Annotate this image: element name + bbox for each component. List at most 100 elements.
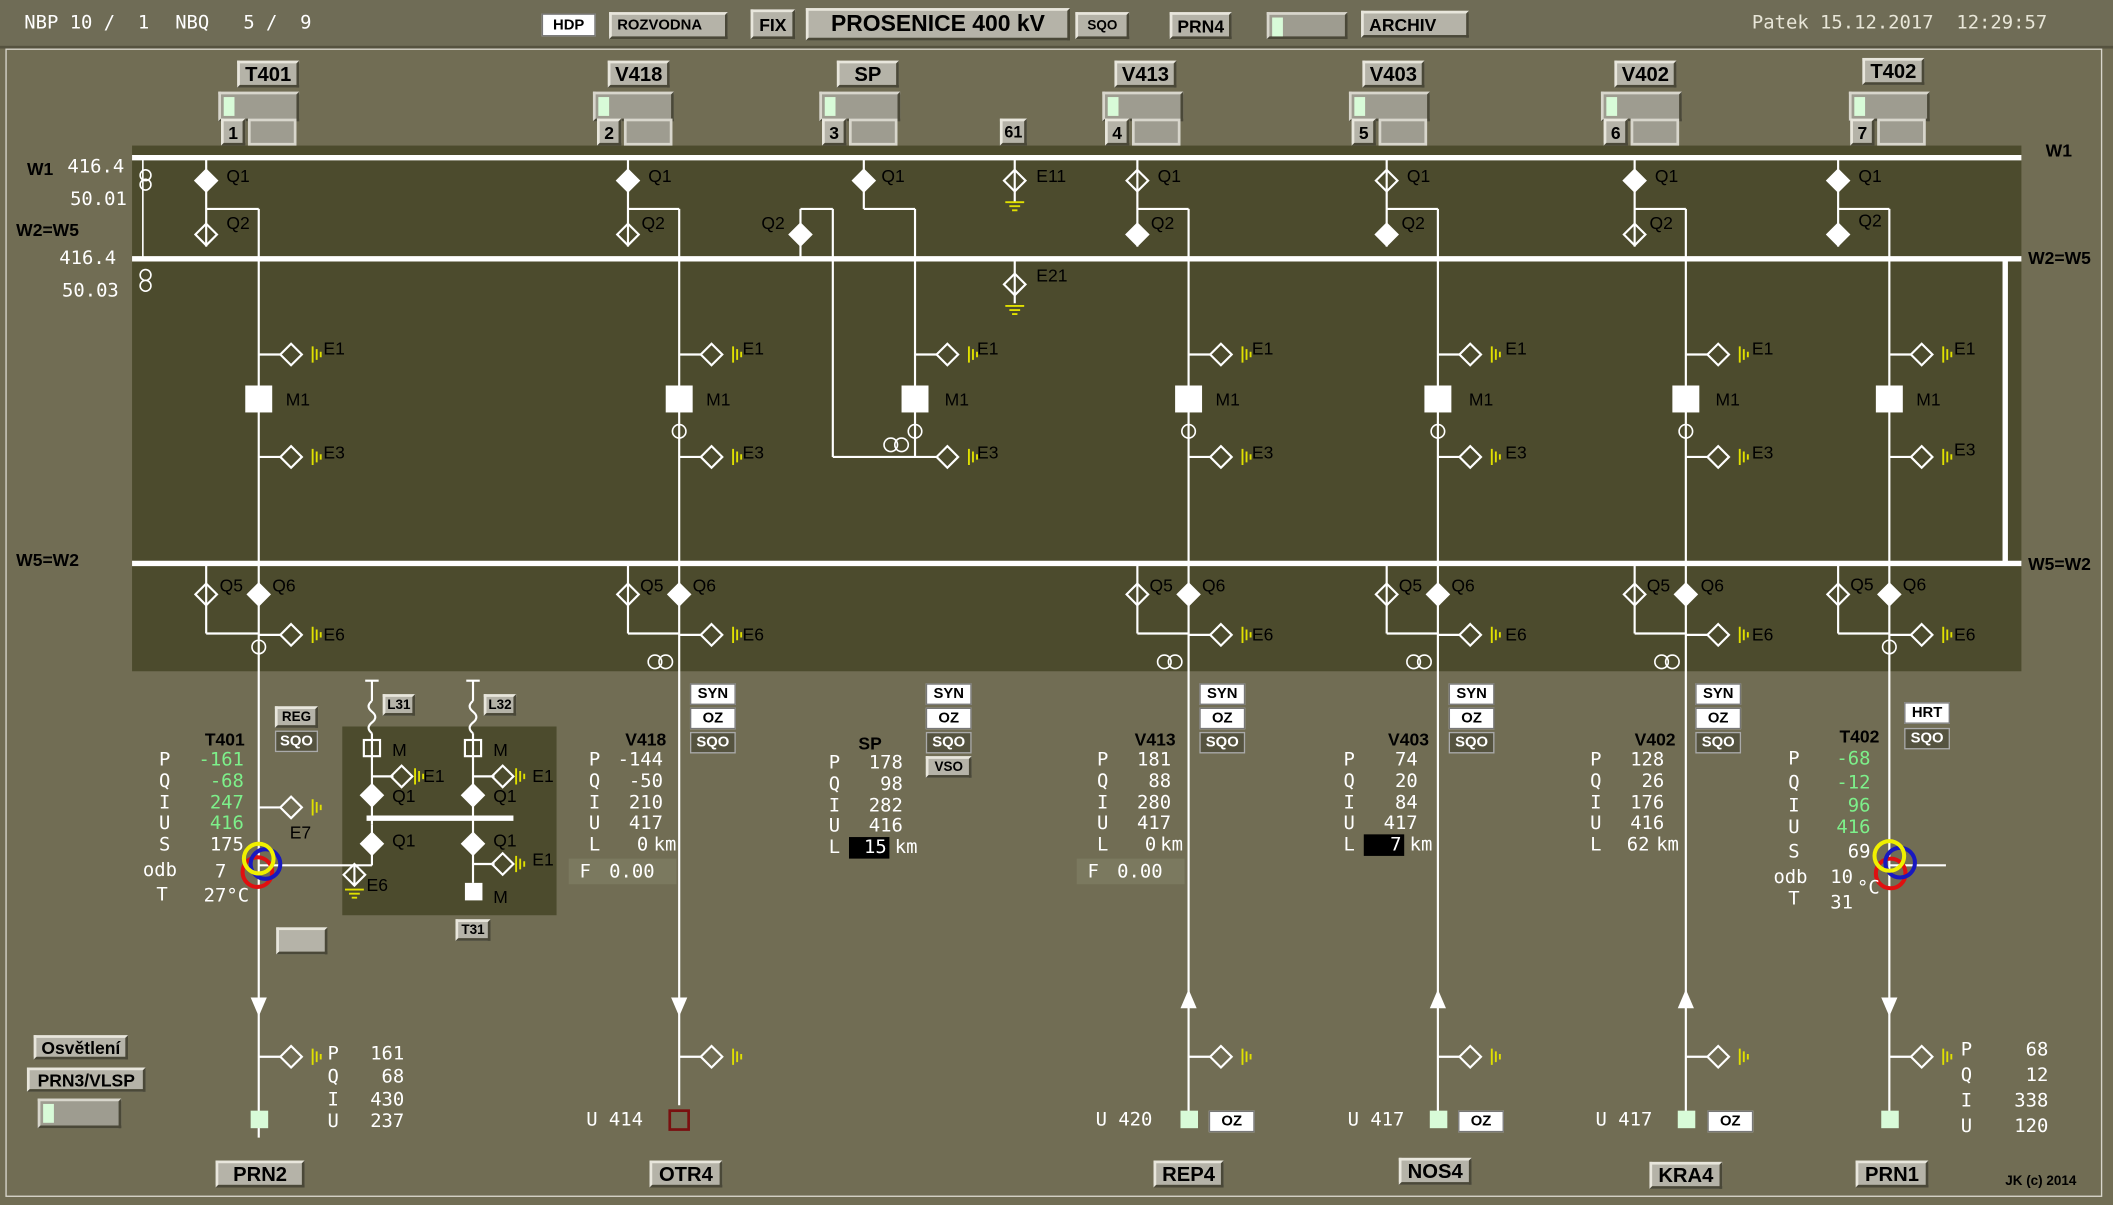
label-e6: E6 bbox=[366, 874, 388, 896]
lighting-toggle-switch[interactable] bbox=[37, 1098, 122, 1129]
position-indicator-61[interactable]: 61 bbox=[999, 118, 1027, 146]
oz-button[interactable]: OZ bbox=[1707, 1110, 1754, 1133]
header-toggle-switch[interactable] bbox=[1266, 12, 1348, 40]
position-indicator-5[interactable]: 5 bbox=[1351, 118, 1430, 146]
t401-aux-button[interactable] bbox=[276, 927, 328, 955]
hrt-button[interactable]: HRT bbox=[1904, 702, 1950, 724]
l31-tag[interactable]: L31 bbox=[382, 694, 416, 716]
v413-i-value: 280 bbox=[1136, 792, 1172, 815]
bay-switch-v413[interactable] bbox=[1102, 91, 1184, 122]
sp-length-box: 15 bbox=[848, 837, 890, 859]
label-q2: Q2 bbox=[226, 212, 250, 234]
rozvodna-button[interactable]: ROZVODNA bbox=[609, 12, 728, 40]
bay-tag-t401[interactable]: T401 bbox=[237, 60, 300, 88]
bay-tag-v413[interactable]: V413 bbox=[1114, 60, 1177, 88]
position-indicator-1[interactable]: 1 bbox=[221, 118, 299, 146]
vso-button[interactable]: VSO bbox=[925, 756, 972, 778]
station-tag-prn1[interactable]: PRN1 bbox=[1855, 1160, 1929, 1188]
sqo-button[interactable]: SQO bbox=[1695, 731, 1742, 754]
busbar-w5w2-right-label: W5=W2 bbox=[2028, 553, 2091, 575]
oz-button[interactable]: OZ bbox=[1458, 1110, 1504, 1133]
v403-l-value: 7 bbox=[1390, 834, 1402, 856]
w1-frequency: 50.01 bbox=[70, 188, 127, 211]
label-e3: E3 bbox=[742, 442, 764, 463]
sqo-button[interactable]: SQO bbox=[925, 731, 972, 754]
osvetleni-button[interactable]: Osvětlení bbox=[33, 1035, 129, 1060]
position-indicator-2[interactable]: 2 bbox=[596, 118, 675, 146]
sqo-button[interactable]: SQO bbox=[1904, 727, 1950, 750]
station-title: PROSENICE 400 kV bbox=[805, 8, 1070, 41]
v413-l-value: 0 bbox=[1144, 834, 1157, 856]
position-indicator-7[interactable]: 7 bbox=[1850, 118, 1928, 146]
sqo-button[interactable]: SQO bbox=[274, 730, 319, 753]
meas-label-u: U bbox=[1788, 816, 1800, 839]
oz-button[interactable]: OZ bbox=[1208, 1110, 1255, 1133]
oz-button[interactable]: OZ bbox=[1695, 707, 1742, 730]
label-e1: E1 bbox=[532, 765, 554, 786]
syn-button[interactable]: SYN bbox=[689, 683, 736, 705]
position-indicator-4[interactable]: 4 bbox=[1105, 118, 1183, 146]
syn-button[interactable]: SYN bbox=[925, 683, 972, 705]
station-tag-prn2[interactable]: PRN2 bbox=[215, 1160, 305, 1188]
bay-tag-v402[interactable]: V402 bbox=[1614, 60, 1677, 88]
meas-label-f: F bbox=[1087, 861, 1099, 883]
station-tag-rep4[interactable]: REP4 bbox=[1153, 1160, 1224, 1188]
prn2-p-value: 161 bbox=[370, 1043, 405, 1065]
oz-button[interactable]: OZ bbox=[689, 707, 736, 730]
hdp-button[interactable]: HDP bbox=[541, 13, 596, 37]
sqo-button[interactable]: SQO bbox=[1448, 731, 1495, 754]
position-indicator-6[interactable]: 6 bbox=[1603, 118, 1682, 146]
archiv-button[interactable]: ARCHIV bbox=[1361, 10, 1469, 38]
v403-q-value: 20 bbox=[1394, 770, 1418, 793]
label-q6: Q6 bbox=[272, 575, 296, 596]
prn4-button[interactable]: PRN4 bbox=[1169, 12, 1232, 40]
busbar-w1-label: W1 bbox=[26, 159, 54, 180]
syn-button[interactable]: SYN bbox=[1448, 683, 1495, 705]
sqo-button[interactable]: SQO bbox=[689, 731, 736, 754]
bay-switch-v402[interactable] bbox=[1600, 91, 1682, 122]
station-tag-nos4[interactable]: NOS4 bbox=[1398, 1157, 1472, 1185]
meas-label-i: I bbox=[159, 792, 171, 815]
meas-label-i: I bbox=[327, 1089, 339, 1111]
sp-meas-title: SP bbox=[858, 733, 882, 754]
t401-i-value: 247 bbox=[209, 792, 244, 815]
prn3-vlsp-button[interactable]: PRN3/VLSP bbox=[26, 1067, 146, 1092]
syn-button[interactable]: SYN bbox=[1695, 683, 1742, 705]
label-e3: E3 bbox=[1751, 442, 1774, 463]
v418-p-value: -144 bbox=[617, 749, 664, 771]
t402-odb-value: 10 bbox=[1830, 866, 1853, 889]
label-q6: Q6 bbox=[1451, 575, 1475, 596]
reg-button[interactable]: REG bbox=[274, 706, 319, 728]
busbar-w2w5-right-label: W2=W5 bbox=[2028, 248, 2091, 269]
station-tag-kra4[interactable]: KRA4 bbox=[1649, 1161, 1723, 1189]
fix-button[interactable]: FIX bbox=[750, 9, 796, 40]
label-q5: Q5 bbox=[1646, 575, 1671, 596]
label-q1: Q1 bbox=[392, 785, 416, 807]
t31-tag[interactable]: T31 bbox=[455, 919, 491, 941]
t401-q-value: -68 bbox=[209, 770, 244, 793]
meas-label-u: U bbox=[1096, 812, 1109, 835]
position-indicator-3[interactable]: 3 bbox=[822, 118, 900, 146]
label-e1: E1 bbox=[1954, 338, 1976, 359]
oz-button[interactable]: OZ bbox=[925, 707, 972, 730]
bay-tag-v418[interactable]: V418 bbox=[607, 60, 670, 88]
w2-frequency: 50.03 bbox=[61, 280, 119, 302]
bay-tag-sp[interactable]: SP bbox=[836, 60, 899, 88]
header-sqo-button[interactable]: SQO bbox=[1075, 12, 1130, 40]
sqo-button[interactable]: SQO bbox=[1199, 731, 1246, 754]
prn2-u-value: 237 bbox=[370, 1110, 405, 1133]
bay-switch-v403[interactable] bbox=[1348, 91, 1430, 122]
oz-button[interactable]: OZ bbox=[1448, 707, 1495, 730]
label-m: M bbox=[493, 886, 508, 908]
syn-button[interactable]: SYN bbox=[1199, 683, 1246, 705]
station-tag-otr4[interactable]: OTR4 bbox=[649, 1160, 723, 1188]
bay-tag-v403[interactable]: V403 bbox=[1362, 60, 1425, 88]
v413-q-value: 88 bbox=[1148, 770, 1172, 793]
bay-tag-t402[interactable]: T402 bbox=[1862, 57, 1925, 85]
l32-tag[interactable]: L32 bbox=[483, 694, 517, 716]
bay-switch-t402[interactable] bbox=[1848, 91, 1930, 122]
label-q5: Q5 bbox=[1149, 575, 1173, 596]
label-e1: E1 bbox=[977, 338, 999, 359]
oz-button[interactable]: OZ bbox=[1199, 707, 1246, 730]
label-e6: E6 bbox=[742, 624, 764, 645]
